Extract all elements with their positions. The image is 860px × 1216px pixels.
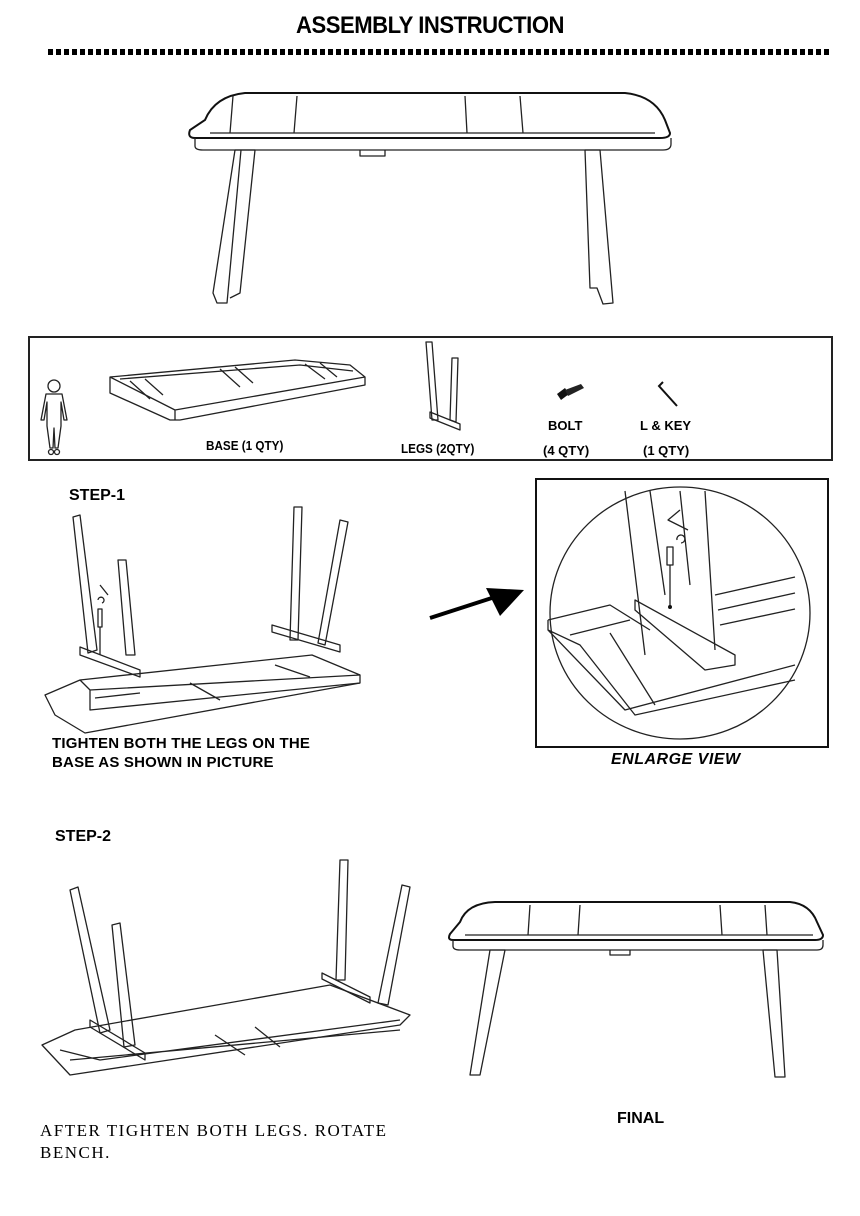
step-1-instruction-line-2: BASE AS SHOWN IN PICTURE: [52, 754, 274, 771]
parts-list-panel: [28, 336, 833, 461]
step-2-instruction-line-1: AFTER TIGHTEN BOTH LEGS. ROTATE: [40, 1121, 388, 1140]
l-key-label: L & KEY: [640, 418, 692, 433]
l-key-qty: (1 QTY): [643, 443, 690, 458]
step-2-diagram: [41, 859, 411, 1076]
bolt-label: BOLT: [548, 418, 583, 433]
base-label: BASE (1 QTY): [206, 438, 284, 453]
hex-key-icon: [657, 381, 678, 407]
bench-illustration-final: [448, 901, 825, 1078]
bolt-qty: (4 QTY): [543, 443, 590, 458]
bench-illustration-top: [188, 92, 672, 305]
step-1-instruction-line-1: TIGHTEN BOTH THE LEGS ON THE: [52, 735, 311, 752]
enlarge-view-diagram: [547, 486, 811, 740]
person-figure-icon: [40, 379, 68, 456]
final-label: FINAL: [617, 1110, 665, 1127]
page-title: ASSEMBLY INSTRUCTION: [295, 12, 565, 39]
enlarge-view-caption: ENLARGE VIEW: [611, 751, 741, 768]
legs-label: LEGS (2QTY): [401, 441, 475, 456]
step-1-diagram: [44, 506, 361, 734]
bolt-icon: [557, 384, 584, 400]
step-2-instruction-line-2: BENCH.: [40, 1143, 111, 1162]
dotted-divider: [48, 49, 831, 55]
step-1-heading: STEP-1: [69, 487, 126, 504]
base-frame-icon: [109, 359, 366, 421]
enlarge-view-panel: [535, 478, 829, 748]
legs-icon: [425, 341, 461, 431]
step-2-heading: STEP-2: [55, 828, 112, 845]
arrow-right-up-icon: [429, 588, 524, 620]
